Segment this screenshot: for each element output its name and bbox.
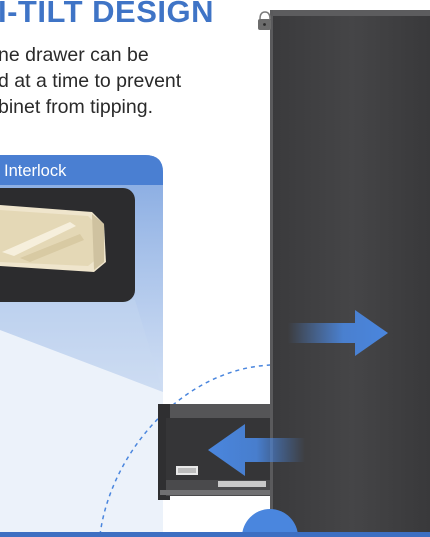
- interlock-closeup: [0, 188, 135, 302]
- description-line: binet from tipping.: [0, 96, 154, 118]
- headline: I-TILT DESIGN: [0, 0, 215, 29]
- description-line: ne drawer can be: [0, 44, 149, 66]
- description-line: d at a time to prevent: [0, 70, 182, 92]
- arrow-right-icon: [288, 310, 388, 356]
- floor-line: [0, 532, 430, 537]
- padlock-icon: [258, 11, 271, 30]
- pivot-marker: [242, 509, 298, 537]
- description: ne drawer can be d at a time to prevent …: [0, 42, 263, 120]
- arrow-left-icon: [208, 424, 305, 476]
- interlock-part-image: [0, 205, 106, 272]
- interlock-label: Interlock: [4, 162, 67, 180]
